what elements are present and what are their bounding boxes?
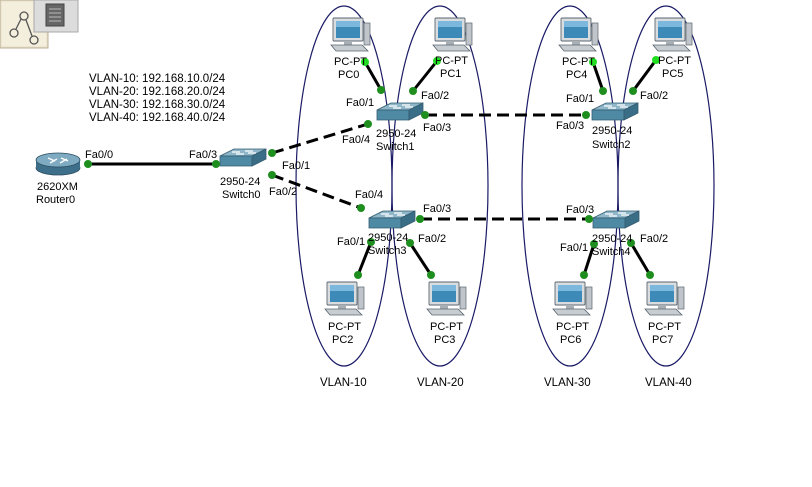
pc0-name-label: PC0 (338, 69, 359, 81)
switch0-port-label: Fa0/3 (189, 149, 217, 161)
switch1-device[interactable] (376, 102, 424, 121)
pc0-type-label: PC-PT (334, 56, 367, 68)
cable-pc6-switch4[interactable] (582, 243, 596, 276)
pc3-type-label: PC-PT (430, 321, 463, 333)
switch1-port-label: Fa0/3 (423, 122, 451, 134)
vlan-info-line: VLAN-30: 192.168.30.0/24 (89, 99, 226, 111)
switch1-port-label: Fa0/4 (342, 134, 370, 146)
switch1-model-label: 2950-24 (376, 128, 416, 140)
vlan-30-label: VLAN-30 (544, 377, 591, 389)
switch2-device[interactable] (591, 102, 639, 121)
router0-name-label: Router0 (36, 194, 75, 206)
vlan-40-ellipse (617, 5, 715, 367)
vlan-info-line: VLAN-40: 192.168.40.0/24 (89, 112, 226, 124)
pc0-device[interactable] (330, 17, 371, 52)
cable-pc5-switch2[interactable] (631, 59, 658, 92)
pc2-type-label: PC-PT (328, 321, 361, 333)
switch3-port-label: Fa0/2 (418, 233, 446, 245)
switch2-name-label: Switch2 (592, 139, 631, 151)
router0-model-label: 2620XM (37, 181, 78, 193)
switch0-device[interactable] (219, 148, 267, 167)
pc2-name-label: PC2 (332, 334, 353, 346)
pc6-type-label: PC-PT (556, 321, 589, 333)
link-leds (84, 56, 660, 279)
pc1-device[interactable] (432, 17, 473, 52)
pc1-type-label: PC-PT (435, 55, 468, 67)
pc2-device[interactable] (324, 281, 365, 316)
vlan-info-line: VLAN-20: 192.168.20.0/24 (89, 86, 226, 98)
vlan-info-line: VLAN-10: 192.168.10.0/24 (89, 73, 226, 85)
switch2-port-label: Fa0/2 (640, 90, 668, 102)
pc6-name-label: PC6 (560, 334, 581, 346)
vlan-20-ellipse (391, 5, 489, 367)
vlan-10-label: VLAN-10 (320, 377, 367, 389)
cable-pc3-switch3[interactable] (408, 242, 433, 276)
cable-pc2-switch3[interactable] (356, 241, 373, 276)
cable-pc1-switch1[interactable] (411, 60, 439, 92)
pc4-type-label: PC-PT (562, 56, 595, 68)
router0-port-label: Fa0/0 (85, 149, 113, 161)
trunk-switch0-switch3[interactable] (271, 173, 362, 210)
switch1-port-label: Fa0/2 (421, 90, 449, 102)
switch0-name-label: Switch0 (222, 189, 261, 201)
pc5-device[interactable] (652, 17, 693, 52)
switch1-port-label: Fa0/1 (346, 97, 374, 109)
switch4-port-label: Fa0/2 (640, 233, 668, 245)
pc5-type-label: PC-PT (658, 55, 691, 67)
switch2-port-label: Fa0/3 (556, 120, 584, 132)
pc3-name-label: PC3 (434, 334, 455, 346)
switch3-port-label: Fa0/3 (423, 203, 451, 215)
switch2-port-label: Fa0/1 (566, 93, 594, 105)
pc4-device[interactable] (558, 17, 599, 52)
pc5-name-label: PC5 (662, 68, 683, 80)
switch4-port-label: Fa0/1 (560, 242, 588, 254)
pc4-name-label: PC4 (566, 69, 587, 81)
switch2-model-label: 2950-24 (592, 125, 632, 137)
switch4-model-label: 2950-24 (592, 233, 632, 245)
pc7-device[interactable] (644, 281, 685, 316)
switch4-port-label: Fa0/3 (566, 204, 594, 216)
toolbar-icon[interactable] (33, 0, 79, 33)
pc7-name-label: PC7 (652, 334, 673, 346)
pc3-device[interactable] (426, 281, 467, 316)
switch3-port-label: Fa0/1 (337, 236, 365, 248)
cable-pc7-switch4[interactable] (629, 242, 652, 276)
switch0-port-label: Fa0/2 (269, 186, 297, 198)
switch0-model-label: 2950-24 (220, 176, 260, 188)
switch3-name-label: Switch3 (368, 245, 407, 257)
cable-pc0-switch1[interactable] (363, 61, 383, 91)
switch1-name-label: Switch1 (376, 141, 415, 153)
switch4-name-label: Switch4 (592, 246, 631, 258)
pc7-type-label: PC-PT (648, 321, 681, 333)
router0-device[interactable] (35, 152, 81, 176)
switch0-port-label: Fa0/1 (282, 160, 310, 172)
switch3-device[interactable] (368, 210, 416, 229)
pc1-name-label: PC1 (440, 68, 461, 80)
vlan-40-label: VLAN-40 (645, 377, 692, 389)
vlan-20-label: VLAN-20 (417, 377, 464, 389)
switch4-device[interactable] (592, 210, 640, 229)
pc6-device[interactable] (552, 281, 593, 316)
cable-pc4-switch2[interactable] (591, 61, 605, 92)
switch3-port-label: Fa0/4 (355, 189, 383, 201)
trunk-switch0-switch1[interactable] (271, 122, 369, 155)
switch3-model-label: 2950-24 (368, 232, 408, 244)
